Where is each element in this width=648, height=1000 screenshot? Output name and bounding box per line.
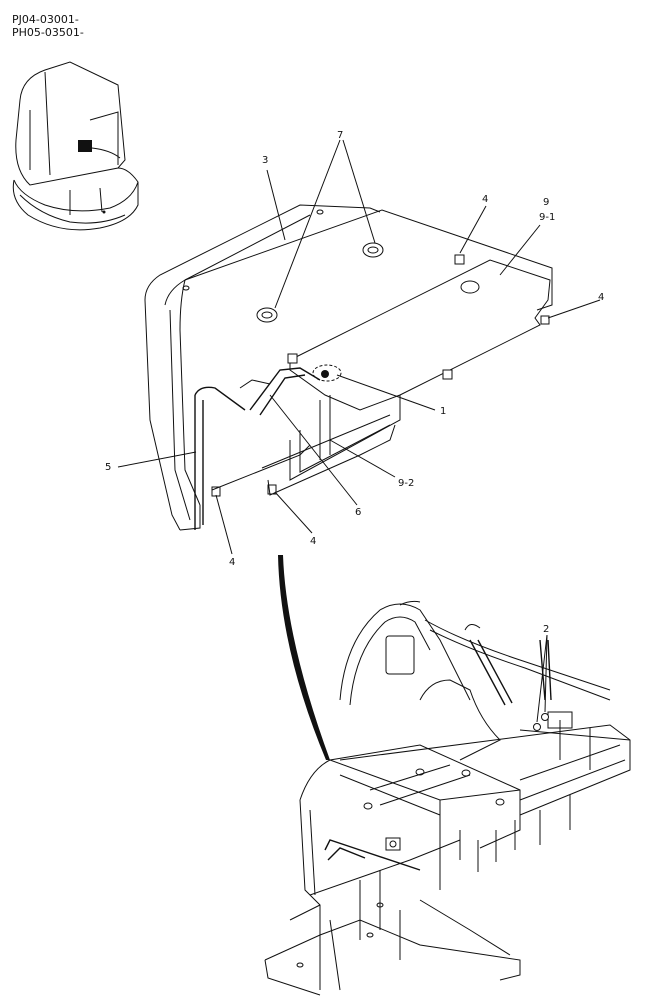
highlight-part-icon bbox=[78, 140, 92, 152]
callout-9: 9 bbox=[543, 197, 549, 208]
callout-1: 1 bbox=[440, 406, 446, 417]
callout-9-2: 9-2 bbox=[398, 478, 414, 489]
callout-4-right: 4 bbox=[598, 292, 604, 303]
cover-assembly bbox=[144, 204, 553, 531]
leader-line-2a bbox=[536, 634, 548, 723]
leader-line-2b bbox=[544, 634, 548, 713]
callout-4-left: 4 bbox=[229, 557, 235, 568]
callout-4-top: 4 bbox=[482, 194, 488, 205]
callout-7: 7 bbox=[337, 130, 343, 141]
callout-4-bottom: 4 bbox=[310, 536, 316, 547]
callout-3: 3 bbox=[262, 155, 268, 166]
location-arrow bbox=[278, 555, 330, 760]
leader-lines bbox=[117, 139, 601, 555]
machine-thumbnail bbox=[12, 61, 139, 231]
callout-6: 6 bbox=[355, 507, 361, 518]
serial-range-2: PH05-03501- bbox=[12, 26, 84, 39]
frame-assembly bbox=[264, 600, 631, 996]
callout-2: 2 bbox=[543, 624, 549, 635]
callout-5: 5 bbox=[105, 462, 111, 473]
callout-9-1: 9-1 bbox=[539, 212, 555, 223]
serial-range-1: PJ04-03001- bbox=[12, 13, 79, 26]
